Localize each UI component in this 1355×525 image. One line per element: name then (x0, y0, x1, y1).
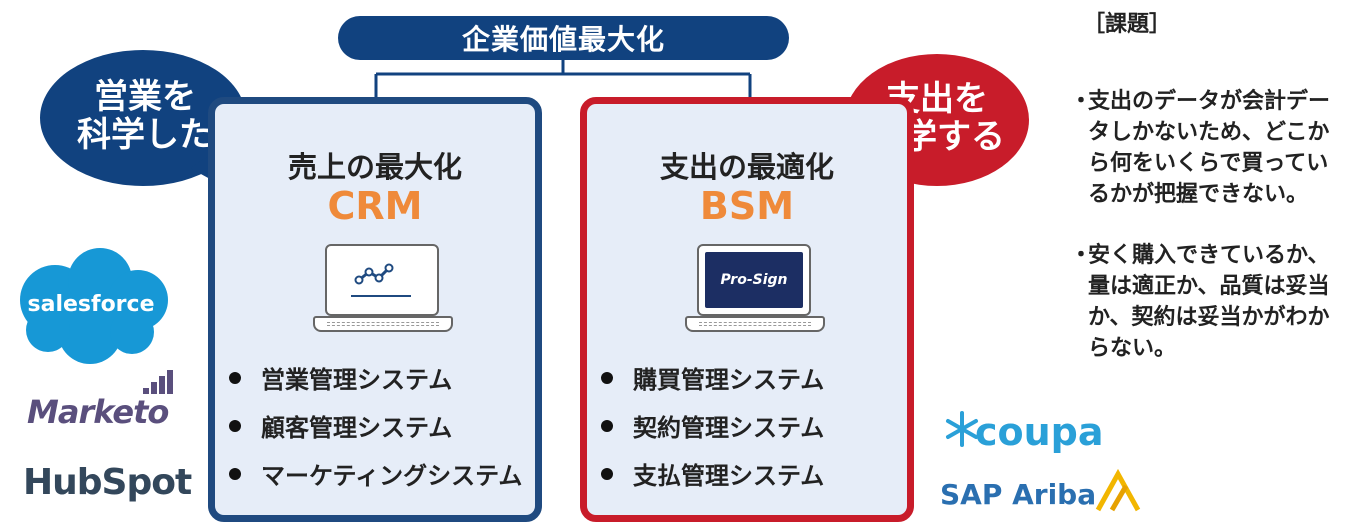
list-item: マーケティングシステム (229, 462, 522, 510)
crm-laptop-icon (313, 244, 453, 336)
issue-item-2: ・ 安く購入できているか、量は適正か、品質は妥当か、契約は妥当かがわからない。 (1070, 240, 1350, 364)
salesforce-logo: salesforce (27, 292, 155, 317)
list-item: 購買管理システム (601, 366, 824, 414)
bsm-laptop-screen: Pro-Sign (697, 244, 811, 316)
coupa-snowflake (946, 411, 978, 447)
crm-laptop-base (313, 316, 453, 332)
bullet-icon (229, 372, 241, 384)
bullet-icon (601, 468, 613, 480)
issue-text-2: 安く購入できているか、量は適正か、品質は妥当か、契約は妥当かがわからない。 (1088, 243, 1330, 361)
bullet-icon (229, 468, 241, 480)
marketo-bars (143, 370, 173, 394)
crm-laptop-screen (325, 244, 439, 316)
left-bubble-text: 営業を 科学した (50, 78, 240, 154)
list-item: 支払管理システム (601, 462, 824, 510)
crm-acronym: CRM (327, 184, 423, 228)
top-banner: 企業価値最大化 (338, 16, 789, 60)
bsm-item-contract: 契約管理システム (633, 414, 825, 442)
bsm-laptop-icon: Pro-Sign (685, 244, 825, 336)
bsm-panel-title: 支出の最適化 (659, 150, 834, 184)
bullet-icon (601, 372, 613, 384)
prosign-logo: Pro-Sign (705, 252, 803, 308)
bsm-laptop-base (685, 316, 825, 332)
crm-item-customer-mgmt: 顧客管理システム (261, 414, 453, 442)
marketo-logo: Marketo (27, 393, 169, 431)
bullet-icon (601, 420, 613, 432)
crm-item-marketing: マーケティングシステム (261, 462, 523, 490)
bsm-item-payment: 支払管理システム (633, 462, 825, 490)
bsm-system-list: 購買管理システム 契約管理システム 支払管理システム (601, 366, 824, 510)
bsm-acronym: BSM (699, 184, 795, 228)
crm-panel-title: 売上の最大化 (287, 150, 462, 184)
banner-connector (374, 60, 752, 97)
bullet-icon (229, 420, 241, 432)
bullet-icon: ・ (1070, 89, 1093, 114)
coupa-logo: coupa (975, 410, 1104, 454)
issue-item-1: ・ 支出のデータが会計データしかないため、どこから何をいくらで買っているかが把握… (1070, 86, 1350, 210)
left-bubble-line2: 科学した (77, 115, 213, 155)
crm-system-list: 営業管理システム 顧客管理システム マーケティングシステム (229, 366, 522, 510)
list-item: 顧客管理システム (229, 414, 522, 462)
list-item: 営業管理システム (229, 366, 522, 414)
bullet-icon: ・ (1070, 243, 1093, 268)
left-bubble-line1: 営業を (94, 77, 196, 117)
issue-text-1: 支出のデータが会計データしかないため、どこから何をいくらで買っているかが把握でき… (1088, 89, 1331, 207)
issues-heading: ［課題］ (1083, 12, 1172, 37)
crm-item-sales-mgmt: 営業管理システム (261, 366, 453, 394)
list-item: 契約管理システム (601, 414, 824, 462)
bsm-panel: 支出の最適化 BSM Pro-Sign 購買管理システム 契約管理システム 支払… (580, 97, 914, 522)
crm-panel: 売上の最大化 CRM 営業管理システム 顧客管理システム マーケティングシステム (208, 97, 542, 522)
ariba-mark (1095, 468, 1141, 512)
hubspot-logo: HubSpot (23, 462, 192, 503)
sap-ariba-logo: SAP Ariba (940, 478, 1097, 511)
bsm-item-purchasing: 購買管理システム (633, 366, 825, 394)
chart-line-icon (351, 263, 411, 297)
